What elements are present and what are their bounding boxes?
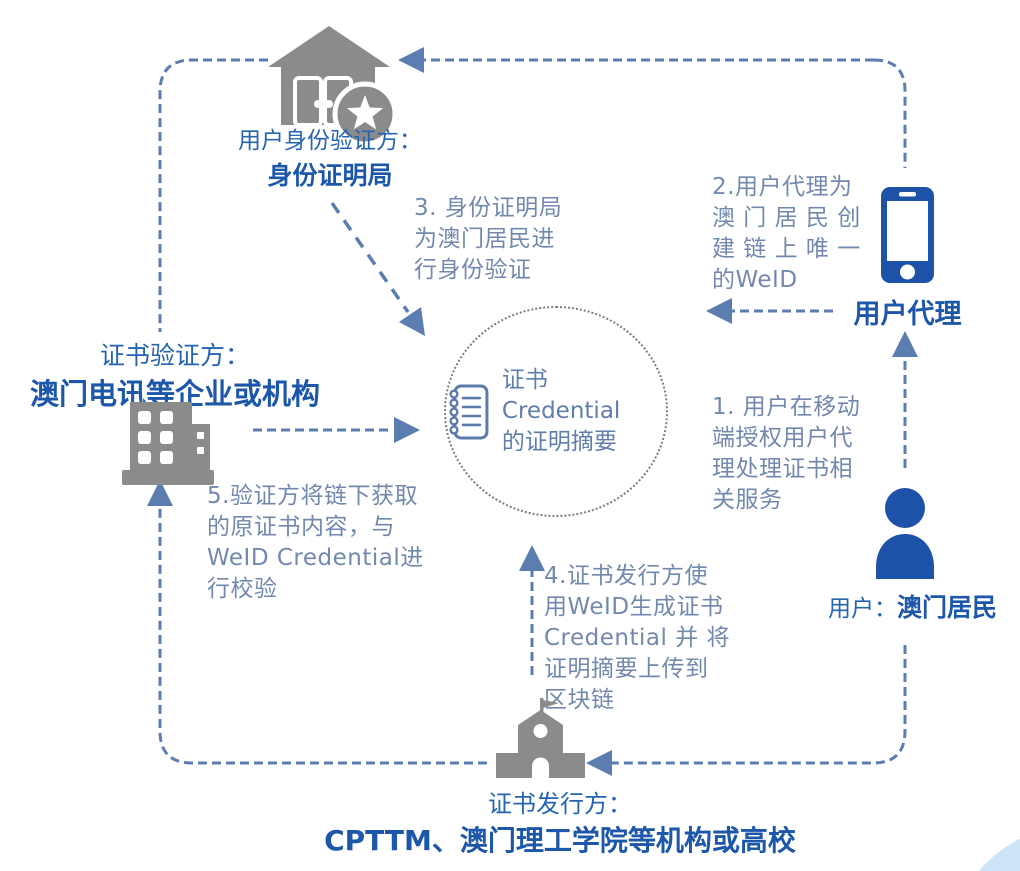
user-agent-node (881, 187, 934, 283)
verifier-label: 证书验证方： 澳门电讯等企业或机构 (5, 341, 345, 413)
identity-provider-label: 用户身份验证方： 身份证明局 (215, 126, 445, 192)
line-user-to-issuer (606, 645, 907, 765)
arrowhead-at-issuer (586, 750, 612, 776)
step4-text: 4.证书发行方使 用WeID生成证书 Credential 并 将 证明摘要上传… (544, 563, 731, 713)
issuer-name: CPTTM、澳门理工学院等机构或高校 (324, 824, 796, 857)
credential-digest-text: 证书Credential 的证明摘要 (501, 367, 621, 455)
identity-provider-node (268, 26, 400, 146)
step5-text: 5.验证方将链下获取 的原证书内容，与 WeID Credential进 行校验 (207, 483, 424, 602)
step2-text: 2.用户代理为 澳 门 居 民 创 建 链 上 唯 一 的WeID (712, 174, 861, 293)
credential-digest-ellipse: 证书Credential 的证明摘要 (444, 306, 668, 517)
school-building-icon (496, 698, 585, 778)
user-agent-label: 用户代理 (853, 299, 962, 330)
line-issuer-to-verifier (158, 506, 487, 765)
step1-text: 1. 用户在移动 端授权用户代 理处理证书相 关服务 (712, 394, 861, 513)
arrowhead-agent-to-credential (706, 298, 732, 324)
step3-text: 3. 身份证明局 为澳门居民进 行身份验证 (414, 195, 563, 283)
government-house-icon (268, 26, 398, 146)
user-name: 澳门居民 (896, 593, 997, 622)
arrowhead-idp-to-credential (399, 307, 425, 336)
verifier-role: 证书验证方： (99, 341, 250, 370)
user-node (873, 487, 937, 579)
line-idp-to-credential (330, 201, 410, 314)
identity-provider-name: 身份证明局 (267, 161, 393, 190)
office-building-icon (122, 402, 214, 485)
arrowhead-issuer-to-credential (519, 545, 545, 571)
person-icon (876, 488, 934, 579)
arrowhead-at-idp (398, 47, 424, 73)
line-agent-top-curve (873, 58, 907, 168)
user-label: 用户：澳门居民 (805, 588, 1020, 624)
smartphone-icon (881, 187, 934, 283)
notebook-credential-icon (449, 384, 489, 439)
identity-provider-role: 用户身份验证方： (238, 128, 422, 154)
verifier-node (120, 402, 216, 486)
issuer-label: 证书发行方： CPTTM、澳门理工学院等机构或高校 (230, 789, 890, 859)
issuer-role: 证书发行方： (488, 790, 632, 818)
arrowhead-at-agent (892, 331, 918, 357)
user-role: 用户： (827, 596, 897, 622)
issuer-node (488, 698, 588, 778)
arrowhead-verifier-to-credential (394, 417, 420, 443)
line-idp-to-verifier (158, 58, 268, 332)
arrowhead-at-verifier (147, 480, 173, 506)
